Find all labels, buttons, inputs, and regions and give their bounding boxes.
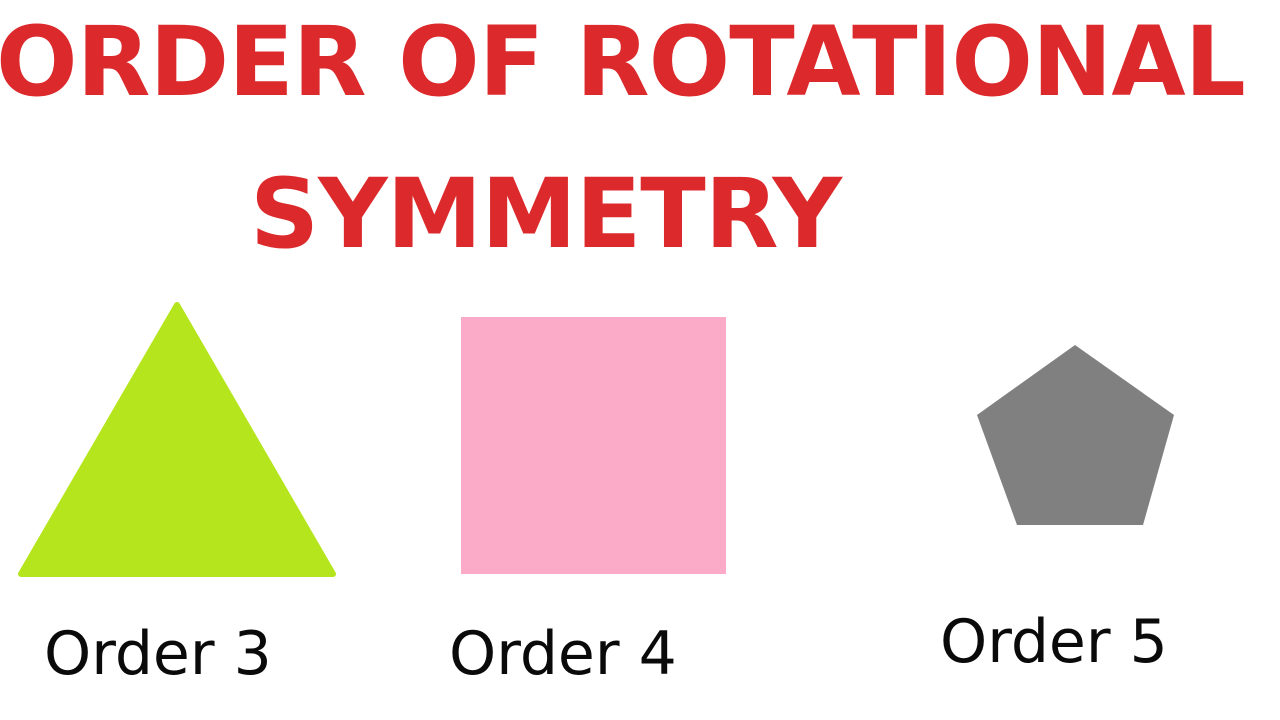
title-line-1: ORDER OF ROTATIONAL	[0, 6, 1246, 118]
label-order-4: Order 4	[449, 619, 677, 689]
label-order-5: Order 5	[940, 607, 1168, 677]
label-order-3: Order 3	[44, 619, 272, 689]
title-line-2: SYMMETRY	[250, 158, 842, 270]
square-shape	[461, 317, 726, 574]
